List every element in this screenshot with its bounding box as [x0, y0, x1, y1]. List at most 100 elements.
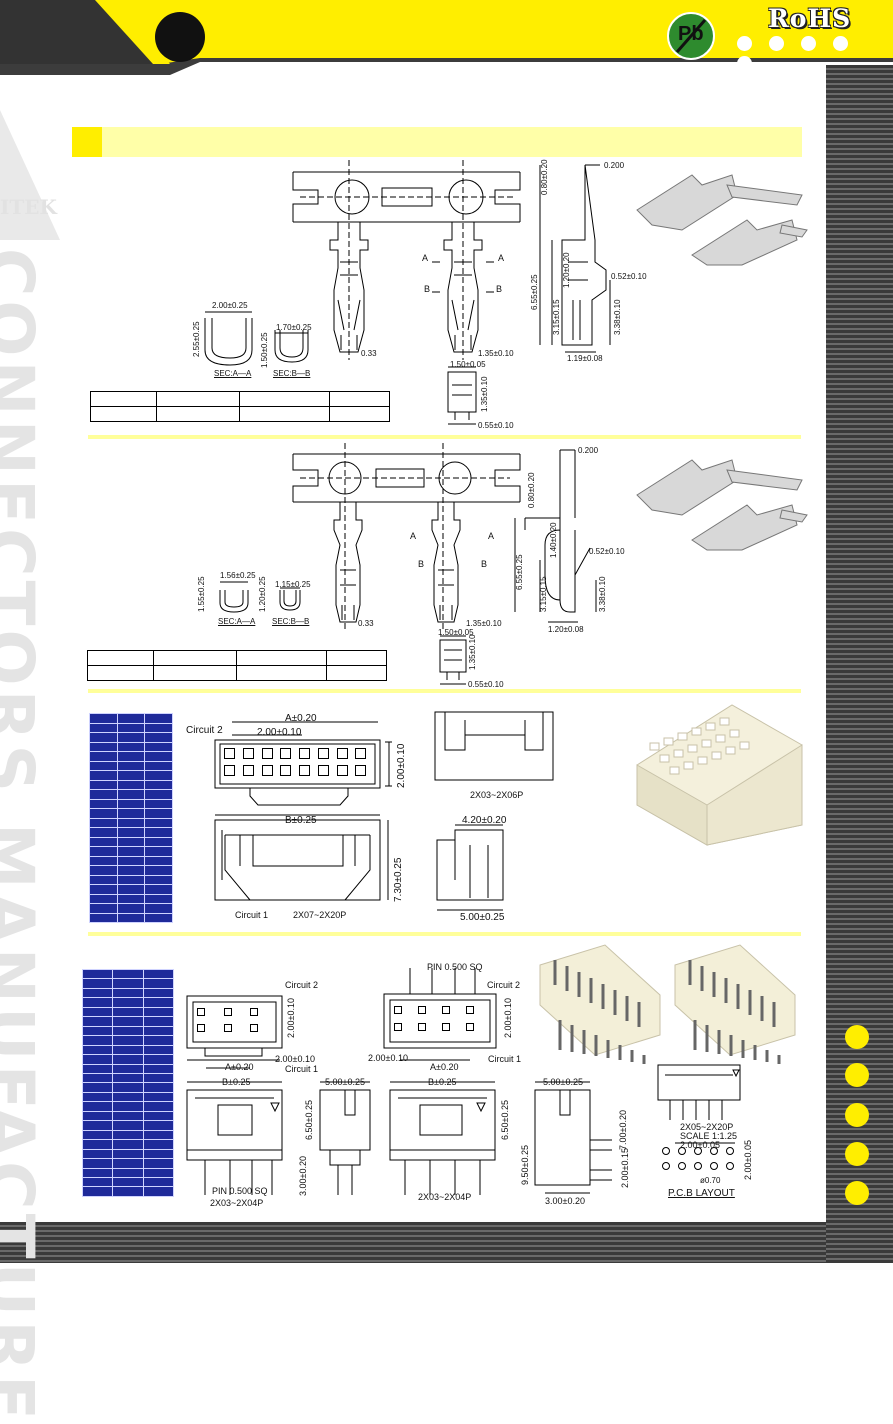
- yellow-dot: [845, 1142, 869, 1166]
- housing-circuit1: Circuit 1: [235, 910, 269, 920]
- t2-spec-table: [87, 650, 387, 681]
- t2-dim-thickness: 0.200: [578, 446, 599, 455]
- cavity-cell: [716, 735, 725, 742]
- hp-pitch-left: 2.00±0.10: [275, 1054, 315, 1064]
- housing-circuit2: Circuit 2: [186, 725, 223, 736]
- t1-sec-b-label: SEC:B—B: [273, 369, 311, 378]
- pin-square: [418, 1023, 426, 1031]
- pin-square: [197, 1008, 205, 1016]
- pcb-hole-grid: [660, 1145, 740, 1175]
- t2-mark-b-right: B: [481, 559, 488, 569]
- pin-square: [280, 765, 292, 776]
- white-dot: [769, 36, 784, 51]
- pin-square: [224, 765, 235, 776]
- pin-square: [261, 765, 273, 776]
- watermark-logo-text: ITEK: [0, 195, 57, 219]
- housing-dim-b: B±0.25: [285, 815, 317, 826]
- pin-square: [299, 765, 310, 776]
- cavity-cell: [678, 733, 687, 740]
- pin-square: [355, 748, 367, 759]
- housing-pitch: 2.00±0.10: [257, 727, 302, 738]
- pcb-title: P.C.B LAYOUT: [668, 1188, 735, 1199]
- section-divider: [88, 932, 801, 936]
- pcb-hole: [694, 1147, 702, 1155]
- housing-photo: [632, 705, 812, 855]
- hp-pin-top: PIN 0.500 SQ: [427, 962, 483, 972]
- header-pin-drawing: [0, 0, 893, 1263]
- pin-square: [250, 1008, 259, 1016]
- t2-mark-a-right: A: [488, 531, 495, 541]
- t2-dim-7: 1.20±0.08: [548, 625, 584, 634]
- cavity-cell: [706, 723, 715, 730]
- t1-dim-7: 1.19±0.08: [567, 354, 603, 363]
- section-title-bar: [72, 127, 802, 157]
- t2-sec-b-label: SEC:B—B: [272, 617, 310, 626]
- t2-dim-12: 0.33: [358, 619, 374, 628]
- t1-dim-8: 1.35±0.10: [478, 349, 514, 358]
- housing-small-range: 2X03~2X06P: [470, 790, 524, 800]
- t1-spec-table: [90, 391, 390, 422]
- cavity-cell: [664, 738, 673, 745]
- no-lead-icon: Pb: [667, 12, 715, 60]
- pin-square: [442, 1006, 450, 1014]
- t2-sec-a-label: SEC:A—A: [218, 617, 256, 626]
- pin-square: [466, 1023, 474, 1031]
- cavity-cell: [730, 730, 739, 737]
- t2-mark-b-left: B: [418, 559, 425, 569]
- t1-dim-11: 0.55±0.10: [478, 421, 514, 430]
- t2-dim-11: 0.55±0.10: [468, 680, 504, 689]
- hp-dim-w-mid: 5.00±0.25: [543, 1077, 583, 1087]
- pcb-hole: [662, 1147, 670, 1155]
- yellow-dot: [845, 1181, 869, 1205]
- section-marker: [72, 127, 102, 157]
- yellow-dot: [845, 1063, 869, 1087]
- t2-sec-a-width: 1.56±0.25: [220, 571, 256, 580]
- t1-dim-5: 0.52±0.10: [611, 272, 647, 281]
- pcb-pitch: 2.00±0.05: [680, 1140, 720, 1150]
- t1-mark-a-left: A: [422, 253, 429, 263]
- cavity-cell: [674, 750, 683, 757]
- pin-square: [224, 748, 235, 759]
- hp-dim-h1-left: 6.50±0.25: [304, 1100, 314, 1140]
- cavity-cell: [688, 745, 697, 752]
- t2-dim-9: 1.50±0.05: [438, 628, 474, 637]
- housing-drawing: [0, 0, 893, 1263]
- table-cell: [142, 1176, 175, 1188]
- header-dot-row: [737, 36, 893, 76]
- hp-pin-bottom: PIN 0.500 SQ: [212, 1186, 268, 1196]
- hp-circuit1-mid: Circuit 1: [488, 1054, 522, 1064]
- header-photo-2: [670, 945, 800, 1065]
- housing-depth: 4.20±0.20: [462, 815, 507, 826]
- white-dot: [737, 56, 752, 71]
- pin-square: [280, 748, 292, 759]
- hp-circuit1-left: Circuit 1: [285, 1064, 319, 1074]
- white-dot: [737, 36, 752, 51]
- pin-square: [394, 1023, 402, 1031]
- housing-range-label: 2X07~2X20P: [293, 910, 347, 920]
- hp-dim-a-left: A±0.20: [225, 1062, 254, 1072]
- housing-dim-a: A±0.20: [285, 713, 317, 724]
- section-divider: [88, 435, 801, 439]
- t2-sec-b-width: 1.15±0.25: [275, 580, 311, 589]
- hp-range-mid: 2X03~2X04P: [418, 1192, 472, 1202]
- pin-square: [242, 765, 254, 776]
- terminal-photo-2: [632, 450, 812, 550]
- section-divider: [88, 689, 801, 693]
- t1-dim-9: 1.50±0.05: [450, 360, 486, 369]
- pin-square: [336, 765, 348, 776]
- pin-square: [317, 748, 329, 759]
- pcb-hole: [726, 1162, 734, 1170]
- cavity-cell: [698, 757, 707, 764]
- yellow-dot: [845, 1103, 869, 1127]
- hp-dim-b-mid: B±0.25: [428, 1077, 457, 1087]
- terminal1-drawing: [0, 0, 893, 1263]
- hp-dim-w-left: 5.00±0.25: [325, 1077, 365, 1087]
- t2-dim-8: 1.35±0.10: [466, 619, 502, 628]
- cavity-cell: [684, 762, 693, 769]
- hp-dim-h3: 9.50±0.25: [520, 1145, 530, 1185]
- cavity-cell: [692, 728, 701, 735]
- hp-dim-h4: 7.00±0.20: [618, 1110, 628, 1150]
- white-dot: [801, 36, 816, 51]
- pcb-hole: [726, 1147, 734, 1155]
- cavity-cell: [726, 747, 735, 754]
